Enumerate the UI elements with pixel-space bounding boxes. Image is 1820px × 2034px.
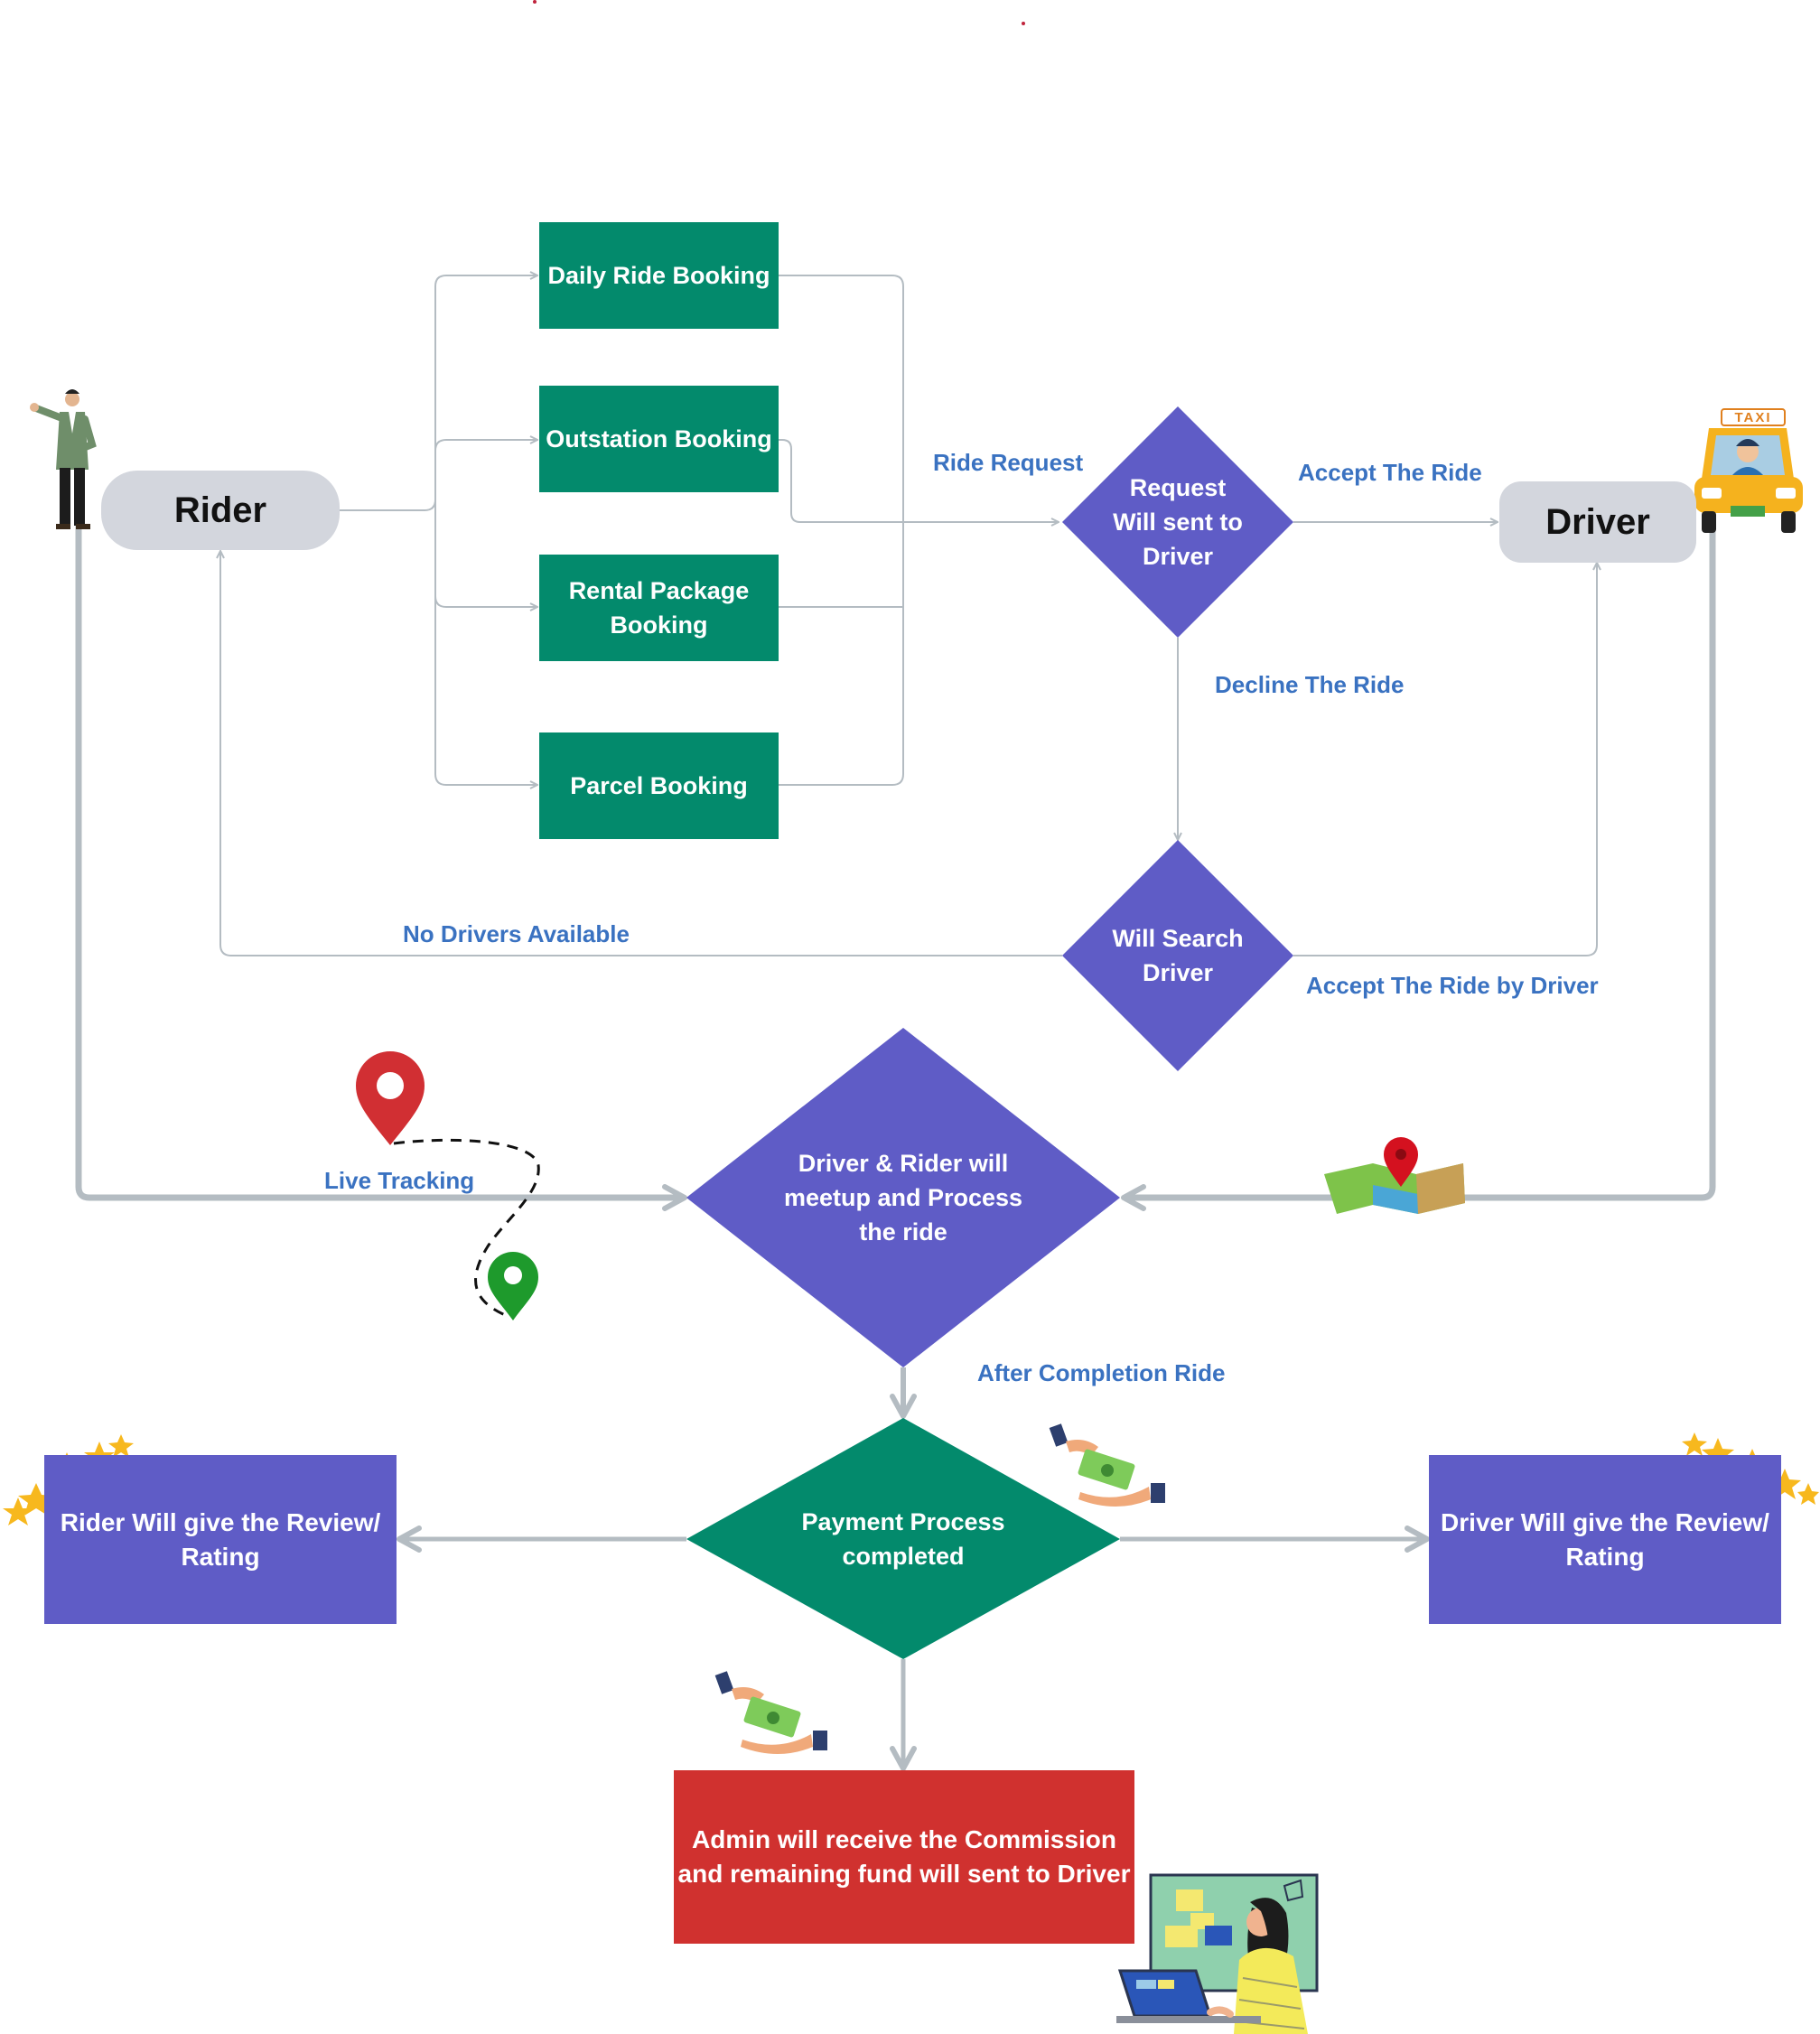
taxi-sign-text: TAXI: [1734, 409, 1772, 425]
meetup-diamond-label: Driver & Rider will meetup and Process t…: [783, 1150, 1023, 1246]
star-icon: [3, 1498, 33, 1526]
outstation-booking-box: Outstation Booking: [539, 386, 779, 492]
live-tracking-label: Live Tracking: [324, 1167, 475, 1194]
no-drivers-available-label: No Drivers Available: [403, 920, 630, 947]
request-diamond-label: Request Will sent to Driver: [1113, 474, 1243, 570]
decorative-dot: [1022, 22, 1025, 25]
will-search-diamond-label: Will Search Driver: [1112, 925, 1244, 986]
tracking-route: [393, 1138, 540, 1319]
map-pin-green-icon: [488, 1252, 538, 1320]
businessman-icon: [30, 389, 97, 529]
daily-ride-booking-box: Daily Ride Booking: [539, 222, 779, 329]
woman-laptop-icon: [1116, 1873, 1319, 2034]
rider-to-bookings-connectors: [340, 275, 537, 785]
payment-diamond-label: Payment Process completed: [801, 1508, 1005, 1570]
rider-to-meetup-connector: [75, 508, 687, 1211]
accept-ride-label: Accept The Ride: [1298, 459, 1482, 486]
parcel-booking-box: Parcel Booking: [539, 732, 779, 839]
decline-ride-label: Decline The Ride: [1215, 671, 1405, 698]
folded-map-icon: [1324, 1137, 1465, 1214]
star-icon: [1797, 1483, 1819, 1505]
rider-review-box: Rider Will give the Review/ Rating: [44, 1455, 397, 1624]
request-diamond: [1062, 406, 1293, 638]
will-search-diamond: [1062, 840, 1293, 1071]
star-icon: [1682, 1432, 1707, 1456]
cash-handover-icon: [1049, 1423, 1165, 1507]
admin-commission-box: Admin will receive the Commission and re…: [674, 1770, 1134, 1944]
taxi-icon: [1694, 408, 1803, 533]
decorative-dot: [533, 0, 537, 4]
bookings-to-request-connectors: [779, 275, 1059, 786]
map-pin-red-icon: [356, 1051, 425, 1145]
cash-handover-icon: [714, 1671, 827, 1754]
meetup-diamond: [686, 1028, 1120, 1367]
rider-node: Rider: [101, 471, 340, 550]
ride-request-label: Ride Request: [933, 449, 1084, 476]
accept-ride-by-driver-label: Accept The Ride by Driver: [1306, 972, 1599, 999]
payment-diamond: [686, 1418, 1120, 1659]
accept-by-driver-connector: [1293, 563, 1597, 956]
rental-package-booking-box: Rental Package Booking: [539, 555, 779, 661]
no-drivers-connector: [220, 551, 1062, 956]
driver-to-meetup-connector: [1121, 521, 1716, 1211]
driver-review-box: Driver Will give the Review/ Rating: [1429, 1455, 1781, 1624]
star-icon: [108, 1434, 134, 1458]
after-completion-label: After Completion Ride: [977, 1359, 1226, 1386]
driver-node: Driver: [1499, 481, 1696, 563]
